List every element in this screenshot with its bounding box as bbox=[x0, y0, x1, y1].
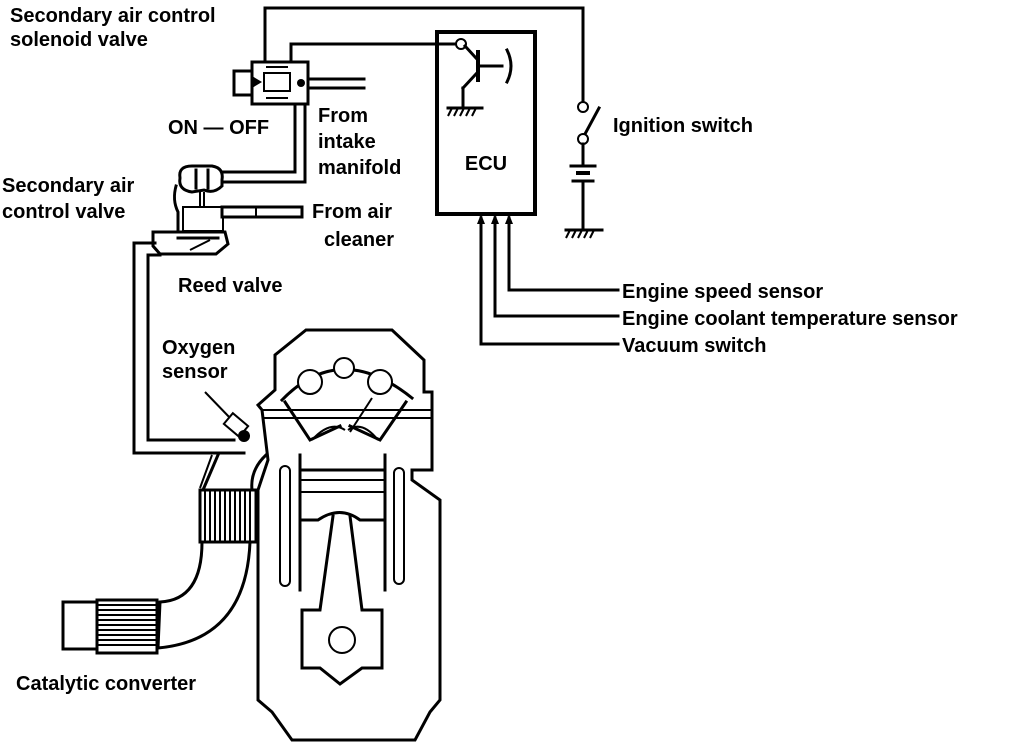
solenoid-valve-label-2: solenoid valve bbox=[10, 29, 148, 51]
air-injection-pipe bbox=[132, 241, 246, 455]
coolant-temp-sensor-label: Engine coolant temperature sensor bbox=[622, 308, 958, 330]
secondary-air-control-valve-icon bbox=[172, 164, 304, 234]
ignition-switch-label: Ignition switch bbox=[613, 115, 753, 137]
from-intake-label-2: intake bbox=[318, 131, 376, 153]
catalytic-converter-label: Catalytic converter bbox=[16, 673, 196, 695]
from-air-cleaner-label-1: From air bbox=[312, 201, 392, 223]
sensor-inputs bbox=[477, 214, 620, 346]
vacuum-switch-label: Vacuum switch bbox=[622, 335, 767, 357]
from-intake-label-1: From bbox=[318, 105, 368, 127]
catalytic-converter-icon bbox=[61, 452, 269, 655]
oxygen-sensor-label-1: Oxygen bbox=[162, 337, 235, 359]
on-off-label: ON — OFF bbox=[168, 117, 269, 139]
from-air-cleaner-label-2: cleaner bbox=[324, 229, 394, 251]
oxygen-sensor-label-2: sensor bbox=[162, 361, 228, 383]
wire-solenoid-to-ecu bbox=[289, 42, 467, 64]
solenoid-valve-label-1: Secondary air control bbox=[10, 5, 216, 27]
oxygen-sensor-icon bbox=[204, 391, 250, 442]
battery-icon bbox=[564, 164, 604, 239]
ecu-box: ECU bbox=[435, 30, 537, 216]
ecu-label: ECU bbox=[465, 153, 507, 175]
reed-valve-label: Reed valve bbox=[178, 275, 283, 297]
control-valve-label-1: Secondary air bbox=[2, 175, 135, 197]
control-valve-label-2: control valve bbox=[2, 201, 125, 223]
ignition-switch-icon bbox=[577, 101, 602, 167]
wire-solenoid-to-ignition bbox=[263, 6, 585, 104]
from-intake-label-3: manifold bbox=[318, 157, 401, 179]
reed-valve-icon bbox=[151, 230, 230, 256]
engine-speed-sensor-label: Engine speed sensor bbox=[622, 281, 823, 303]
solenoid-valve-icon bbox=[220, 60, 366, 184]
engine-cylinder-icon bbox=[255, 328, 442, 742]
